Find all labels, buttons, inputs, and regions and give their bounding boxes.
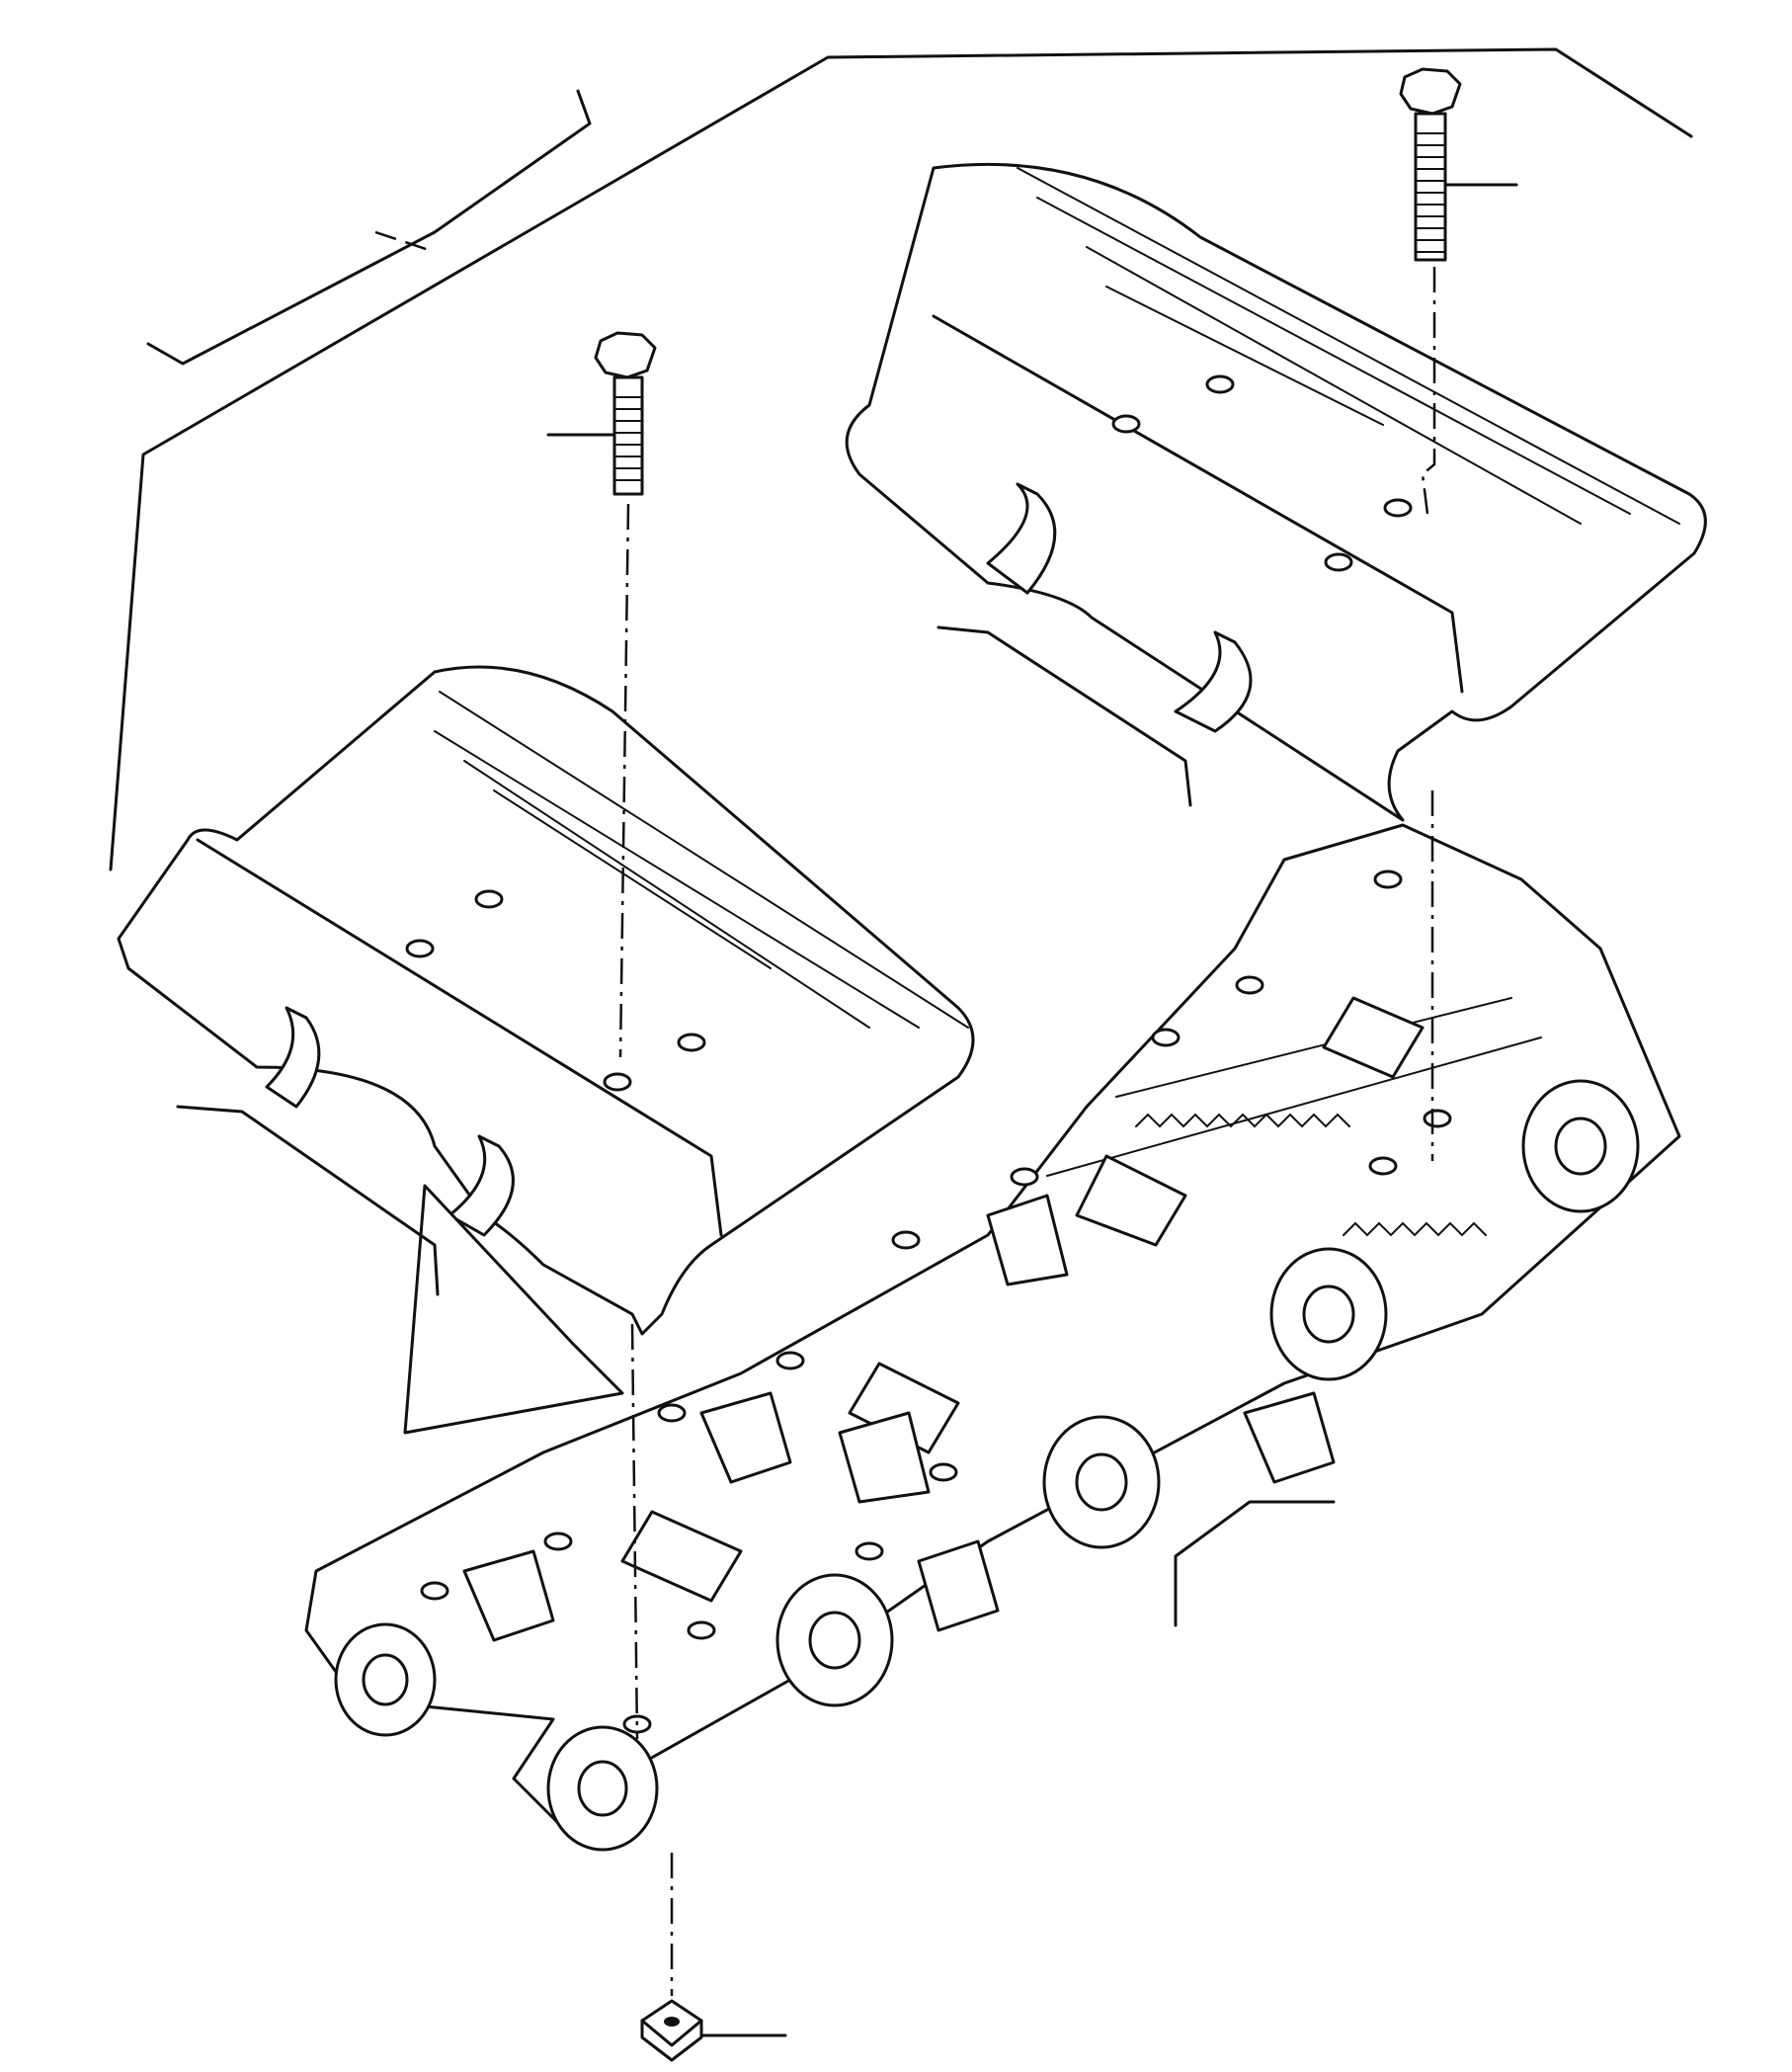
leader-rear-shoe <box>937 625 1192 807</box>
link-bolt-hole-12 <box>543 1532 573 1551</box>
leader-lines <box>176 183 1518 2037</box>
centerline-left-bolt <box>618 503 630 1058</box>
shoe-bolt-left <box>594 331 657 496</box>
link-bolt-hole-5 <box>1368 1156 1398 1176</box>
front-shoe-hole-1 <box>474 889 504 909</box>
front-shoe-cutout-1 <box>265 1006 321 1109</box>
bushing-3-bore <box>1075 1452 1128 1512</box>
rear-shoe-plate <box>845 162 1707 822</box>
shoe-nut <box>640 1999 703 2062</box>
chain-window-7 <box>1243 1391 1336 1484</box>
chain-rail <box>1046 997 1542 1177</box>
rear-shoe-hole-2 <box>1111 414 1141 434</box>
chain-window-3 <box>699 1391 792 1484</box>
centerline-left-link <box>630 1323 639 1740</box>
link-bolt-hole-6 <box>1010 1167 1039 1187</box>
boundary-bracket-upper <box>146 89 592 366</box>
chain-pin-2 <box>1075 1154 1187 1247</box>
track-link-assembly <box>304 823 1681 1852</box>
bolt-shank-left <box>612 375 644 496</box>
bushing-2-bore <box>1302 1285 1355 1344</box>
link-end-bore <box>362 1653 409 1706</box>
hex-bolt-icon <box>594 331 657 379</box>
bolt-shank-right <box>1414 112 1447 262</box>
link-bolt-hole-2 <box>1235 975 1264 995</box>
front-shoe-plate <box>117 665 975 1336</box>
chain-pin-1 <box>1322 996 1425 1079</box>
front-shoe-ridges <box>434 691 969 1029</box>
link-bolt-hole-10 <box>929 1462 958 1482</box>
link-bolt-hole-11 <box>855 1541 884 1561</box>
link-bolt-hole-1 <box>1373 870 1403 889</box>
nut-bore <box>664 2017 680 2027</box>
link-bolt-hole-4 <box>1423 1109 1452 1128</box>
front-shoe-hole-3 <box>677 1033 706 1052</box>
chain-window-5 <box>838 1411 931 1504</box>
rear-shoe-hole-1 <box>1205 374 1235 394</box>
link-bolt-hole-13 <box>420 1581 449 1601</box>
chain-window-2 <box>986 1194 1069 1286</box>
chain-pin-4 <box>620 1510 743 1603</box>
center-lines <box>618 267 1436 1996</box>
hex-bolt-icon <box>1399 67 1462 116</box>
shoe-bolt-right <box>1399 67 1462 262</box>
track-shoe-front <box>117 665 975 1336</box>
leader-front-shoe <box>176 1105 440 1296</box>
rear-shoe-cutout-2 <box>1174 630 1253 733</box>
link-bolt-hole-14 <box>687 1620 716 1640</box>
bolt-thread-left <box>613 396 643 481</box>
chain-window-4 <box>462 1549 555 1642</box>
boundary-dash <box>374 230 436 254</box>
link-bolt-hole-9 <box>657 1403 687 1423</box>
group-boundary <box>109 47 1693 871</box>
bushing-4-bore <box>808 1611 861 1670</box>
square-nut-side <box>640 2019 703 2062</box>
sprocket-teeth-lower <box>1343 1221 1487 1237</box>
front-shoe-hole-2 <box>405 939 435 958</box>
rear-shoe-ridges <box>1017 167 1680 525</box>
track-shoe-rear <box>845 162 1707 822</box>
sprocket-teeth-upper <box>1135 1113 1350 1128</box>
link-bolt-hole-7 <box>891 1230 921 1250</box>
boundary-outline <box>109 47 1693 871</box>
chain-window-6 <box>917 1539 1000 1632</box>
rear-shoe-cutout-1 <box>986 482 1057 595</box>
chain-pin-3 <box>848 1362 960 1454</box>
link-bolt-hole-8 <box>775 1351 805 1370</box>
rear-shoe-hole-4 <box>1324 552 1353 572</box>
chain-silhouette <box>304 823 1681 1840</box>
front-shoe-cutout-2 <box>448 1134 515 1237</box>
rear-shoe-grouser <box>932 314 1464 694</box>
bushing-1-bore <box>1554 1117 1607 1176</box>
bushing-5-bore <box>577 1760 628 1817</box>
rear-shoe-hole-3 <box>1383 498 1413 518</box>
centerline-right-bolt <box>1421 267 1436 515</box>
leader-link-assembly <box>1174 1500 1336 1627</box>
front-shoe-hole-4 <box>603 1072 632 1092</box>
link-bolt-hole-3 <box>1151 1028 1181 1047</box>
bolt-thread-right <box>1415 132 1446 253</box>
chain-window-1 <box>403 1184 624 1435</box>
front-shoe-grouser <box>196 838 723 1237</box>
